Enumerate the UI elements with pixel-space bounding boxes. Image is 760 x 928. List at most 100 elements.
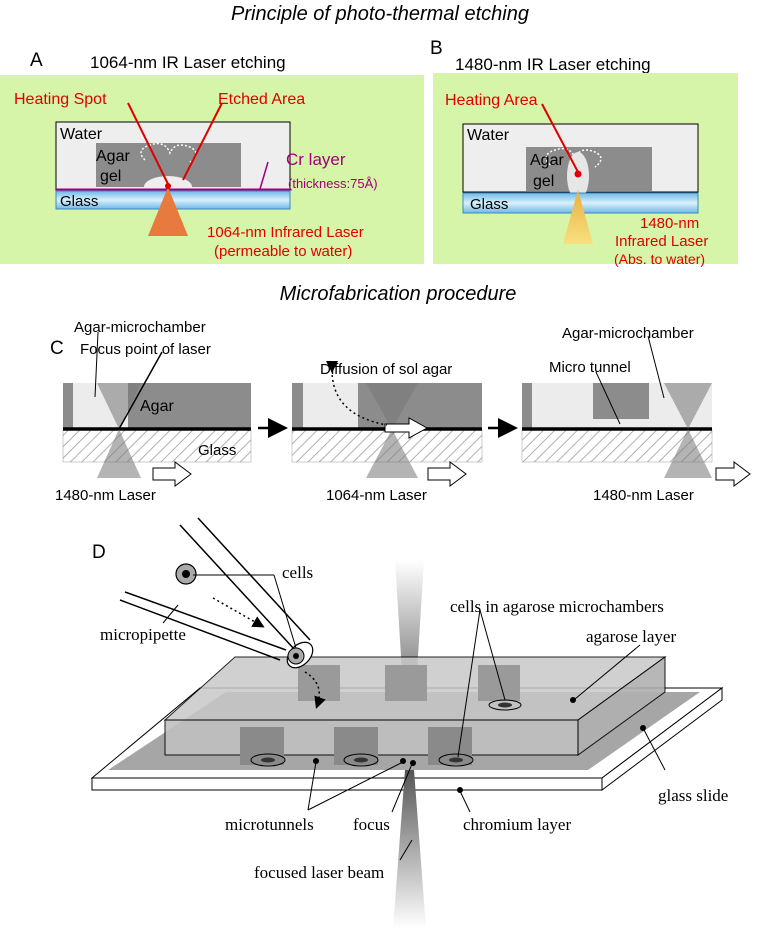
glass-slide-front xyxy=(91,777,603,791)
laser-leader xyxy=(399,839,413,861)
panel-b-water-label: Water xyxy=(467,127,510,144)
panel-a-letter: A xyxy=(30,50,43,71)
cells-in-chambers-label: cells in agarose microchambers xyxy=(450,597,664,616)
cell-nucleus xyxy=(498,702,512,708)
panel-c-step-2: Diffusion of sol agar 1064-nm Laser xyxy=(291,360,483,504)
chromium-layer-label: chromium layer xyxy=(463,815,571,834)
panel-b-agar-label: Agar xyxy=(530,152,564,169)
panel-a-heating-spot xyxy=(165,183,171,189)
step2-diffusion-arrow xyxy=(325,360,388,426)
agarose-layer-side xyxy=(577,656,666,756)
step2-inner-arrow xyxy=(384,417,429,439)
pipette-edge xyxy=(124,591,287,651)
panel-b-laser-label-1: 1480-nm xyxy=(640,215,699,232)
step3-arrow xyxy=(715,461,751,487)
cell-outline xyxy=(438,753,474,767)
cells-label: cells xyxy=(282,563,313,582)
cell-nucleus xyxy=(261,757,275,763)
microtunnels-label: microtunnels xyxy=(225,815,314,834)
free-cell-nucleus xyxy=(182,570,190,578)
step1-arrow xyxy=(152,461,192,487)
panel-a-water-label: Water xyxy=(60,126,103,143)
panel-a-heating-spot-line xyxy=(127,102,169,185)
chromium-dot xyxy=(457,787,463,793)
panel-b-heating-point xyxy=(574,170,582,178)
laser-beam-top xyxy=(395,560,424,720)
glass-slide-leader xyxy=(642,727,666,771)
step1-beam-bottom xyxy=(97,429,141,478)
step2-arrow xyxy=(427,461,467,487)
panel-a-cr-leader xyxy=(259,161,269,190)
micropipette-leader xyxy=(162,604,179,624)
step2-laser-label: 1064-nm Laser xyxy=(326,487,427,504)
chromium-leader xyxy=(459,790,471,813)
pipette-edge xyxy=(119,599,281,661)
cell-nucleus xyxy=(449,757,463,763)
panel-b-heating-area-line xyxy=(541,103,579,173)
panel-b-title: 1480-nm IR Laser etching xyxy=(455,55,651,74)
step3-agar-roof xyxy=(593,383,649,419)
micropipette-label: micropipette xyxy=(100,625,186,644)
panel-a-laser-cone xyxy=(148,187,188,236)
panel-a-etched-area-line xyxy=(182,102,223,181)
panel-c-step-1: Agar-microchamber Focus point of laser A… xyxy=(55,319,252,504)
agarose-leader xyxy=(574,644,641,700)
microchamber xyxy=(385,665,427,701)
microtunnels-leader xyxy=(307,761,404,811)
step3-micro-tunnel-label: Micro tunnel xyxy=(549,359,631,376)
panel-a-laser-label-1: 1064-nm Infrared Laser xyxy=(207,224,364,241)
panel-b-laser-label-3: (Abs. to water) xyxy=(614,251,705,267)
cells-leader xyxy=(273,574,297,649)
step3-chamber-leader xyxy=(647,335,665,399)
step1-beam-top xyxy=(97,383,141,429)
step1-agar-label: Agar xyxy=(140,398,174,415)
panel-a-laser-label-2: (permeable to water) xyxy=(214,243,352,260)
cell-nucleus xyxy=(293,653,299,659)
glass-slide-side xyxy=(601,687,723,791)
step1-chamber-leader xyxy=(94,331,99,398)
microchamber xyxy=(478,665,520,701)
panel-d: D xyxy=(90,517,728,928)
step3-beam-top xyxy=(664,383,712,429)
microtunnel-dot xyxy=(313,758,319,764)
step3-beam-bottom xyxy=(664,429,712,478)
panel-b-laser-label-2: Infrared Laser xyxy=(615,233,708,250)
cell-drop-arrow xyxy=(304,671,326,709)
panel-d-letter: D xyxy=(92,542,106,563)
panel-a-glass-label: Glass xyxy=(60,193,98,210)
cell-outline xyxy=(343,753,379,767)
focused-laser-beam-label: focused laser beam xyxy=(254,863,384,882)
micropipette-lower xyxy=(119,591,287,661)
panel-a-gel-label: gel xyxy=(100,168,121,185)
microchamber xyxy=(428,727,472,765)
panel-b-heating-area-label: Heating Area xyxy=(445,92,538,109)
step2-beam-top xyxy=(366,383,418,429)
panel-a: A 1064-nm IR Laser etching Heating Spot … xyxy=(0,50,424,264)
panel-c-step-3: Agar-microchamber Micro tunnel 1480-nm L… xyxy=(521,325,751,504)
cell-outline xyxy=(250,753,286,767)
panel-b-letter: B xyxy=(430,38,443,59)
panel-b-gel-label: gel xyxy=(533,173,554,190)
agarose-layer-label: agarose layer xyxy=(586,627,676,646)
step2-diffusion-label: Diffusion of sol agar xyxy=(320,361,452,378)
cells-in-chambers-leader xyxy=(479,609,506,701)
step3-tunnel-leader xyxy=(595,371,621,425)
pipette-edge xyxy=(197,517,311,641)
laser-beam-bottom xyxy=(393,770,426,928)
agarose-dot xyxy=(570,697,576,703)
section-title-procedure: Microfabrication procedure xyxy=(280,283,517,305)
cell-transfer-arrow xyxy=(212,597,265,628)
microtunnels-leader xyxy=(307,761,317,811)
microchamber xyxy=(240,727,284,765)
panel-b: B 1480-nm IR Laser etching Heating Area … xyxy=(430,38,738,267)
step2-chamber xyxy=(303,383,358,428)
panel-a-etched-area-label: Etched Area xyxy=(218,91,305,108)
panel-a-thickness-label: (thickness:75Å) xyxy=(288,176,378,191)
pipette-edge xyxy=(179,524,296,651)
panel-a-cr-layer-label: Cr layer xyxy=(286,150,346,169)
micropipette-upper xyxy=(179,517,314,669)
microchambers-back-row xyxy=(298,665,522,711)
cells-in-chambers-leader xyxy=(457,609,481,758)
glass-slide-label: glass slide xyxy=(658,786,728,805)
